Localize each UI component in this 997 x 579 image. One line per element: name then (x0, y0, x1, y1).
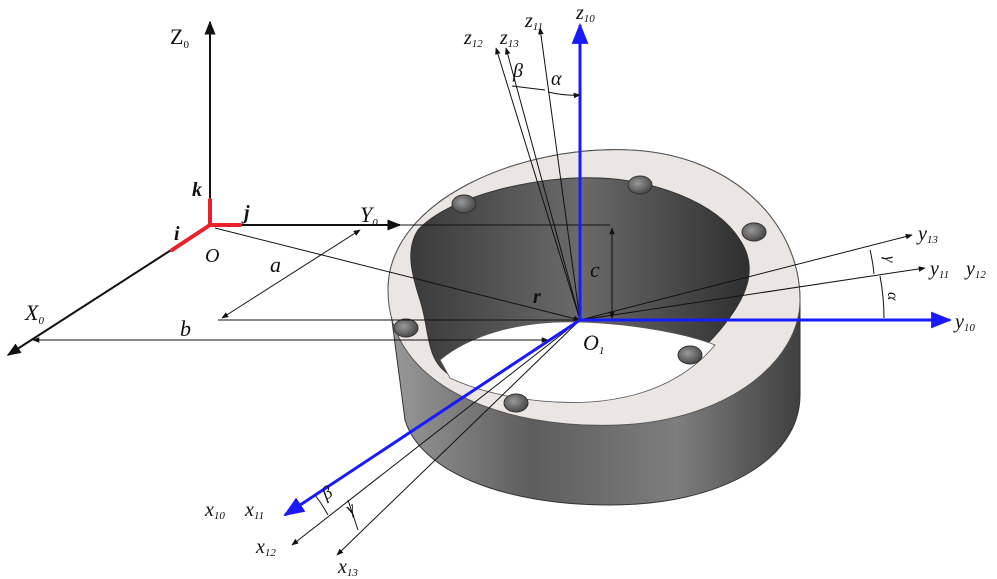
z12-label: z12 (463, 27, 483, 50)
j-label: j (241, 202, 250, 224)
x11-label: x11 (244, 499, 264, 522)
z0-label: Z0 (170, 24, 189, 51)
body-frame (283, 22, 953, 517)
x12-label: x12 (255, 536, 276, 559)
a-label: a (270, 252, 281, 277)
gamma-x-arc (347, 499, 359, 531)
bolt-holes (393, 175, 767, 413)
bolt-hole (677, 345, 703, 365)
alpha-y-label: α (884, 292, 901, 301)
r-label: r (533, 286, 541, 308)
gamma-x-label: γ (342, 497, 359, 518)
origin-o-label: O (205, 245, 219, 267)
base-frame (6, 20, 402, 356)
y10-label: y10 (953, 311, 975, 334)
z13-axis (504, 47, 581, 321)
i-label: i (174, 223, 180, 245)
y11-label: y11 (928, 258, 949, 281)
y13-axis (579, 233, 913, 321)
bolt-hole (627, 175, 653, 195)
k-label: k (192, 179, 202, 201)
x0-label: X0 (24, 300, 44, 327)
z13-label: z13 (499, 27, 519, 50)
gamma-y-arc (869, 249, 875, 275)
alpha-arc (547, 91, 581, 99)
z10-label: z10 (575, 2, 595, 25)
ring-body (387, 149, 801, 506)
i-vector (170, 223, 212, 252)
beta-label: β (512, 60, 523, 82)
z12-axis (495, 47, 581, 321)
gamma-y-label: γ (881, 256, 898, 263)
bolt-hole (393, 318, 419, 338)
dimension-lines (32, 224, 615, 343)
x13-axis (336, 319, 581, 556)
beta-x-arc (314, 494, 329, 516)
bolt-hole (451, 194, 477, 214)
x12-axis (291, 319, 581, 546)
unit-vectors (170, 198, 242, 252)
alpha-y-arc (879, 275, 885, 319)
x10-axis (283, 318, 581, 517)
alpha-label: α (551, 68, 562, 90)
o1-label: O1 (583, 330, 604, 357)
labels: Z0 Y0 X0 O k j i a b c r O1 z10 z11 z12 … (24, 2, 986, 579)
z11-axis (538, 27, 581, 321)
bolt-hole (503, 393, 529, 413)
y0-label: Y0 (360, 202, 378, 229)
beta-arc (511, 85, 546, 91)
y13-label: y13 (916, 223, 938, 246)
x10-label: x10 (204, 499, 225, 522)
bolt-hole (741, 222, 767, 242)
y12-label: y12 (964, 258, 986, 281)
a-dimension (221, 229, 361, 319)
x13-label: x13 (337, 556, 358, 579)
rotated-frames (291, 27, 926, 556)
c-label: c (590, 257, 600, 282)
angle-arcs (314, 85, 885, 531)
y11-axis (579, 266, 926, 321)
z11-label: z11 (524, 10, 543, 33)
b-label: b (180, 316, 191, 341)
